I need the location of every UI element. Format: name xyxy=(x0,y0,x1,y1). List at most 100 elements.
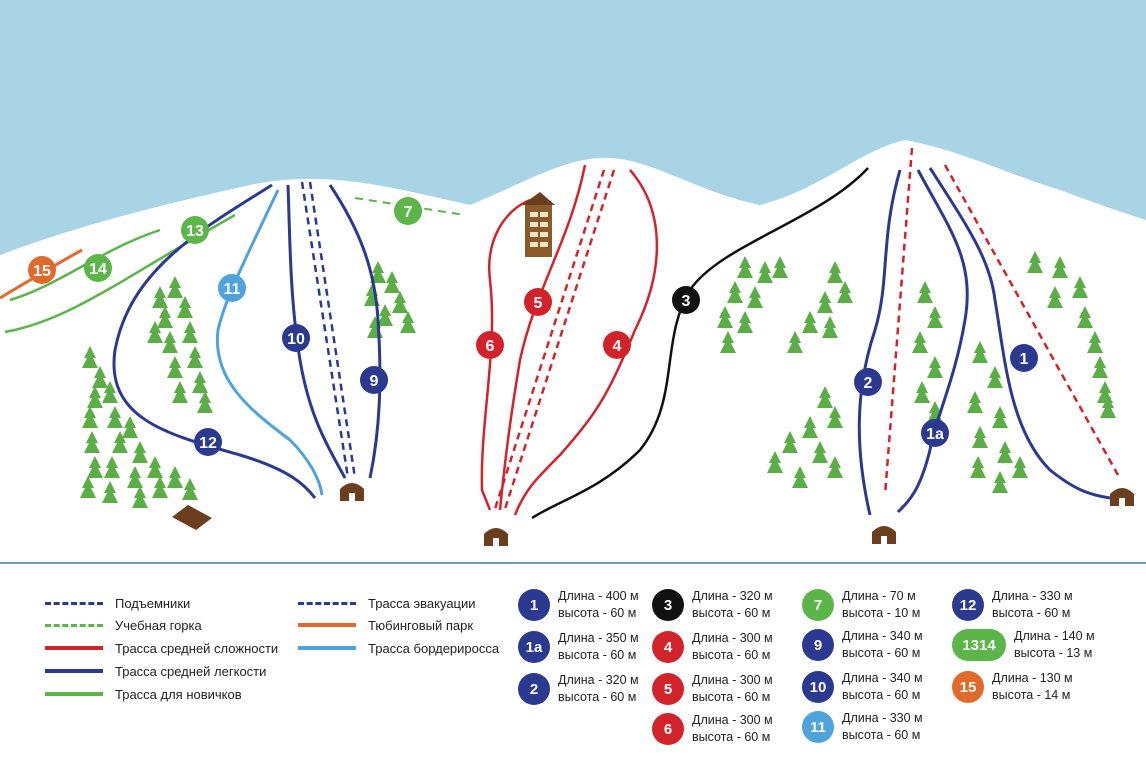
trail-height: высота - 60 м xyxy=(558,690,637,704)
trail-badge: 11 xyxy=(802,711,834,743)
trail-length: Длина - 130 м xyxy=(992,671,1073,685)
trail-stat-6: 6 Длина - 300 м высота - 60 м xyxy=(652,712,773,746)
trail-line-1a xyxy=(896,169,969,514)
trail-badge: 15 xyxy=(952,671,984,703)
trail-line-5 xyxy=(498,164,587,511)
trail-marker-3[interactable]: 3 xyxy=(672,286,700,314)
legend-label: Трасса средней легкости xyxy=(115,663,267,679)
svg-text:6: 6 xyxy=(486,338,495,355)
trail-badge: 5 xyxy=(652,673,684,705)
trail-length: Длина - 300 м xyxy=(692,631,773,645)
trail-marker-15[interactable]: 15 xyxy=(28,256,56,284)
legend-easy-medium: Трасса средней легкости xyxy=(45,662,266,680)
legend-beginners: Трасса для новичков xyxy=(45,685,242,703)
tubing-line-swatch xyxy=(298,623,356,627)
trail-marker-13[interactable]: 13 xyxy=(181,216,209,244)
trail-height: высота - 60 м xyxy=(842,728,921,742)
svg-text:4: 4 xyxy=(613,338,622,355)
trail-marker-11[interactable]: 11 xyxy=(218,274,246,302)
trail-height: высота - 60 м xyxy=(692,648,771,662)
building-roof-icon xyxy=(172,505,212,530)
trail-marker-1a[interactable]: 1a xyxy=(921,419,949,447)
trail-length: Длина - 330 м xyxy=(842,711,923,725)
easy-medium-line-swatch xyxy=(45,669,103,673)
trail-length: Длина - 320 м xyxy=(558,673,639,687)
trail-marker-5[interactable]: 5 xyxy=(524,288,552,316)
map-legend: Подъемники Учебная горка Трасса средней … xyxy=(0,562,1146,757)
trail-marker-7[interactable]: 7 xyxy=(394,197,422,225)
trail-badge: 6 xyxy=(652,713,684,745)
legend-lifts: Подъемники xyxy=(45,594,190,612)
trail-line-3 xyxy=(531,167,869,520)
trail-height: высота - 60 м xyxy=(692,730,771,744)
svg-text:12: 12 xyxy=(199,435,217,452)
legend-training: Учебная горка xyxy=(45,616,202,634)
svg-text:15: 15 xyxy=(33,263,51,280)
evacuation-line-swatch xyxy=(298,601,356,605)
trail-badge: 1314 xyxy=(952,629,1006,661)
ski-trail-map: 15 14 13 7 11 10 9 12 5 6 4 3 2 1a 1 xyxy=(0,0,1146,562)
trail-line-9 xyxy=(328,184,382,479)
trail-badge: 2 xyxy=(518,673,550,705)
svg-text:7: 7 xyxy=(404,204,413,221)
trail-marker-2[interactable]: 2 xyxy=(854,368,882,396)
svg-text:13: 13 xyxy=(186,223,204,240)
trail-line-4 xyxy=(513,169,659,516)
trail-marker-4[interactable]: 4 xyxy=(603,331,631,359)
trail-badge: 12 xyxy=(952,589,984,621)
svg-text:14: 14 xyxy=(89,261,107,278)
trail-length: Длина - 340 м xyxy=(842,671,923,685)
trail-length: Длина - 340 м xyxy=(842,629,923,643)
trail-height: высота - 60 м xyxy=(692,606,771,620)
trail-badge: 4 xyxy=(652,631,684,663)
trail-line-12 xyxy=(112,183,317,499)
trail-height: высота - 60 м xyxy=(842,688,921,702)
trail-height: высота - 60 м xyxy=(842,646,921,660)
trail-height: высота - 13 м xyxy=(1014,646,1093,660)
trail-length: Длина - 320 м xyxy=(692,589,773,603)
svg-text:10: 10 xyxy=(287,331,305,348)
medium-line-swatch xyxy=(45,646,103,650)
trail-line-11 xyxy=(215,189,324,496)
trail-line-10 xyxy=(286,184,347,479)
trail-badge: 9 xyxy=(802,629,834,661)
lift-tower-icon xyxy=(522,192,555,257)
svg-text:9: 9 xyxy=(370,373,379,390)
lift-line-left-2 xyxy=(308,181,357,479)
legend-label: Тюбинговый парк xyxy=(368,617,474,633)
trail-marker-9[interactable]: 9 xyxy=(360,366,388,394)
lift-line-right-1 xyxy=(883,147,914,496)
legend-medium: Трасса средней сложности xyxy=(45,639,278,657)
svg-text:1: 1 xyxy=(1020,351,1029,368)
trail-stat-4: 4 Длина - 300 м высота - 60 м xyxy=(652,630,773,664)
svg-text:5: 5 xyxy=(534,295,543,312)
legend-label: Учебная горка xyxy=(115,617,202,633)
trail-marker-14[interactable]: 14 xyxy=(84,254,112,282)
trail-length: Длина - 350 м xyxy=(558,631,639,645)
lift-line-swatch xyxy=(45,601,103,605)
trail-length: Длина - 300 м xyxy=(692,713,773,727)
trail-marker-12[interactable]: 12 xyxy=(194,428,222,456)
trail-height: высота - 60 м xyxy=(558,606,637,620)
trail-length: Длина - 400 м xyxy=(558,589,639,603)
trail-stat-9: 9 Длина - 340 м высота - 60 м xyxy=(802,628,923,662)
trail-line-2 xyxy=(857,169,902,516)
trail-marker-6[interactable]: 6 xyxy=(476,331,504,359)
trail-marker-1[interactable]: 1 xyxy=(1010,344,1038,372)
trail-length: Длина - 70 м xyxy=(842,589,916,603)
trail-marker-10[interactable]: 10 xyxy=(282,324,310,352)
trail-line-1 xyxy=(928,167,1111,500)
svg-text:3: 3 xyxy=(682,293,691,310)
trail-stat-2: 2 Длина - 320 м высота - 60 м xyxy=(518,672,639,706)
trail-badge: 1a xyxy=(518,631,550,663)
trail-stat-11: 11 Длина - 330 м высота - 60 м xyxy=(802,710,923,744)
svg-text:11: 11 xyxy=(224,281,241,298)
